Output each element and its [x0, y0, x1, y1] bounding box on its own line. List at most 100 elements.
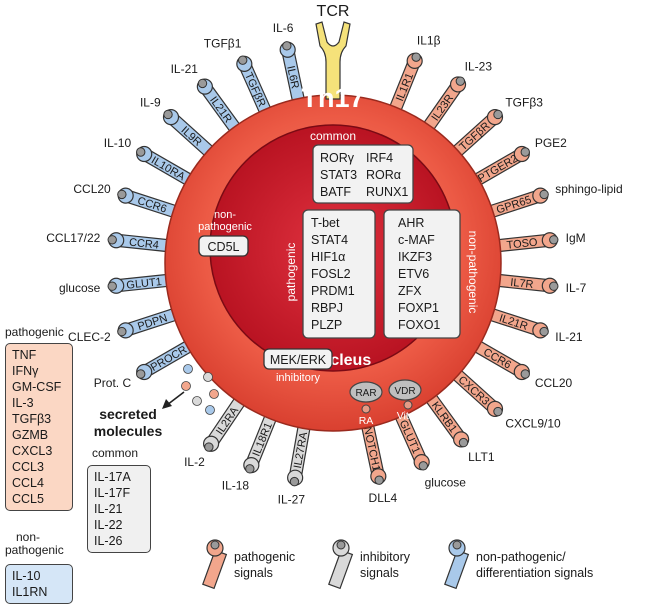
secreted-label-line2: molecules — [94, 423, 163, 439]
ligand-label: LLT1 — [468, 450, 495, 464]
ligand-label: IL-2 — [184, 455, 205, 469]
ligand-label: IL-10 — [104, 136, 132, 150]
ligand-label: CXCL9/10 — [505, 417, 561, 431]
secreted-item: CCL3 — [12, 460, 44, 474]
receptor-ccr4: CCR4 CCL17/22 — [46, 231, 174, 253]
receptor-label: IL21R — [498, 312, 530, 333]
secreted-dots — [181, 364, 219, 415]
rar-receptor — [349, 381, 383, 403]
pathogenic-tf-item: T-bet — [311, 216, 340, 230]
ligand-dot — [458, 437, 469, 448]
pathogenic-tf-item: PRDM1 — [311, 284, 355, 298]
ligand-dot — [374, 475, 384, 485]
ligand-label: glucose — [425, 475, 467, 489]
secreted-item: TNF — [12, 348, 37, 362]
ligand-dot — [520, 147, 530, 157]
cd5l-header-2: pathogenic — [198, 221, 252, 233]
vdr-receptor — [388, 379, 422, 401]
ligand-dot — [455, 76, 466, 86]
ligand-dot — [418, 461, 428, 471]
receptor-label: CCR6 — [136, 195, 168, 216]
ligand-dot — [204, 442, 214, 452]
tcr-receptor — [315, 21, 351, 100]
legend-label: signals — [360, 566, 399, 580]
receptor-label: GLUT1 — [397, 418, 422, 455]
ligand-dot — [107, 235, 117, 245]
receptor-label: PDPN — [136, 312, 169, 333]
ligand-label: IL-9 — [140, 95, 161, 109]
ligand-label: IL-6 — [273, 21, 294, 35]
mek-erk-sub: inhibitory — [276, 372, 321, 384]
receptor-label: GLUT1 — [126, 276, 163, 292]
common-tf-box — [312, 144, 414, 204]
legend-label: signals — [234, 566, 273, 580]
common-tf-item: STAT3 — [320, 168, 357, 182]
legend-label: inhibitory — [360, 550, 411, 564]
pathogenic-side-label: pathogenic — [284, 243, 298, 302]
common-header: common — [310, 129, 356, 143]
receptor-label: IL27RA — [292, 431, 310, 470]
ligand-label: DLL4 — [369, 491, 398, 505]
legend-label: non-pathogenic/ — [476, 550, 566, 564]
ligand-label: IL-21 — [171, 62, 199, 76]
receptor-label: CCR4 — [128, 237, 159, 252]
legend-nonpathogenic: non-pathogenic/differentiation signals — [444, 539, 593, 590]
ligand-label: TGFβ1 — [204, 37, 242, 51]
pathogenic-tf-box — [302, 209, 376, 339]
secreted-item: IL-3 — [12, 396, 34, 410]
secreted-item: TGFβ3 — [12, 412, 52, 426]
ligand-label: CCL17/22 — [46, 231, 100, 245]
ligand-label: PGE2 — [535, 136, 567, 150]
common-tf-item: RORα — [366, 168, 401, 182]
secreted-item: IL-21 — [94, 502, 123, 516]
pathogenic-tf-item: HIF1α — [311, 250, 345, 264]
common-secreted-title: common — [92, 446, 139, 460]
common-tf-item: IRF4 — [366, 151, 393, 165]
secreted-item: IL-17A — [94, 470, 131, 484]
pathogenic-tf-item: RBPJ — [311, 301, 343, 315]
common-tf-item: RUNX1 — [366, 185, 408, 199]
nonpathogenic-tf-item: FOXP1 — [398, 301, 439, 315]
ligand-dot — [520, 369, 530, 379]
nonpath-secreted-title-1: non- — [16, 530, 41, 544]
receptor-label: TGFβR — [457, 120, 492, 153]
nonpathogenic-tf-item: ZFX — [398, 284, 422, 298]
ligand-label: CCL20 — [73, 182, 111, 196]
ligand-dot — [107, 281, 117, 291]
secreted-item: IL-17F — [94, 486, 131, 500]
receptor-label: IL18R1 — [251, 421, 275, 458]
receptor-label: TOSO — [506, 237, 538, 252]
ligand-dot — [245, 464, 255, 474]
secreted-item: IL-26 — [94, 534, 123, 548]
ligand-label: IL-7 — [566, 281, 587, 295]
ligand-dot — [117, 326, 127, 337]
ligand-dot — [493, 406, 503, 417]
vdr-label: VDR — [394, 386, 415, 397]
receptor-label: PTGER2 — [476, 153, 520, 185]
receptor-il7r: IL7R IL-7 — [492, 273, 587, 295]
secreted-item: IL-10 — [12, 569, 41, 583]
ra-label: RA — [359, 415, 374, 427]
nonpathogenic-tf-item: AHR — [398, 216, 424, 230]
ligand-dot — [238, 55, 248, 65]
pathogenic-tf-item: PLZP — [311, 318, 342, 332]
receptor-label: IL7R — [510, 277, 534, 291]
ligand-label: sphingo-lipid — [555, 182, 622, 196]
secreted-arrow-icon — [162, 391, 185, 409]
secreted-item: CCL5 — [12, 492, 44, 506]
receptor-label: IL23R — [429, 92, 456, 123]
ligand-dot — [163, 109, 173, 120]
